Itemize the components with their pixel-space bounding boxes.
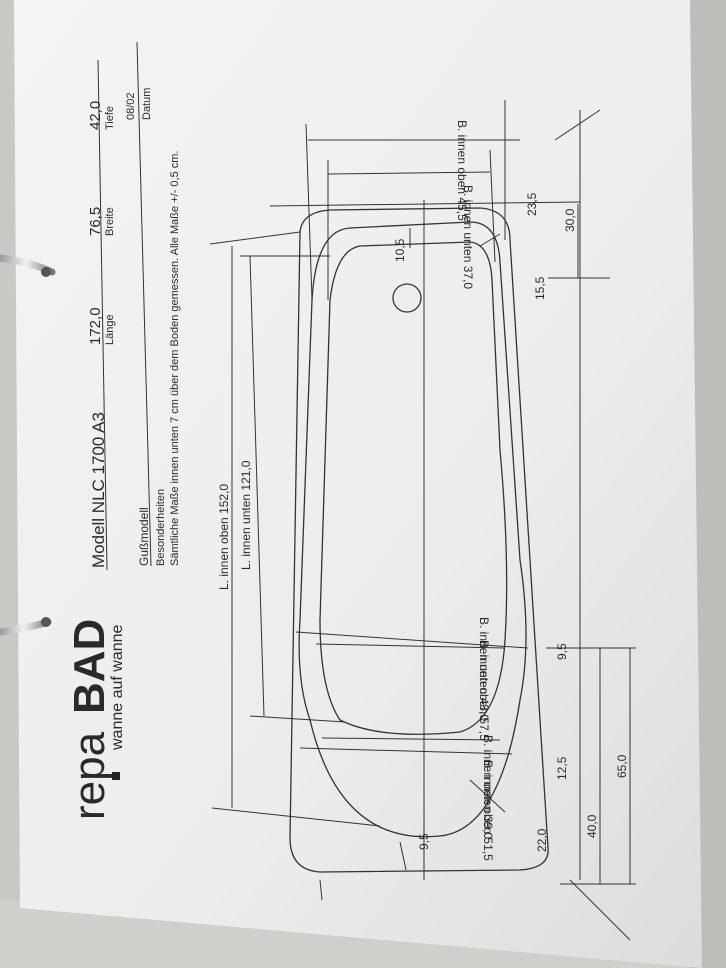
width-label: Breite bbox=[104, 207, 116, 236]
width-value: 76,5 bbox=[87, 207, 104, 236]
cast-underline bbox=[136, 41, 152, 567]
depth-value: 42,0 bbox=[87, 101, 104, 130]
drain-hole bbox=[392, 283, 422, 313]
dim-22-0: 22,0 bbox=[535, 828, 549, 852]
logo-mark bbox=[112, 772, 120, 780]
logo-tagline: wanne auf wanne bbox=[109, 624, 126, 751]
dim-mid-top: B. innen oben 57,5 bbox=[477, 640, 491, 741]
dim-foot-bottom: B. innen unten 39,0 bbox=[481, 735, 495, 839]
tub-inner-bottom bbox=[319, 241, 508, 735]
dim-23-5: 23,5 bbox=[525, 192, 539, 216]
tub-outer-rim bbox=[289, 207, 549, 873]
dim-10-5: 10,5 bbox=[393, 238, 407, 262]
model-title: Modell NLC 1700 A3 bbox=[89, 412, 108, 568]
dim-65-0: 65,0 bbox=[615, 754, 629, 778]
measurement-note: Sämtliche Maße innen unten 7 cm über dem… bbox=[169, 151, 181, 566]
date-label: Datum bbox=[141, 88, 153, 120]
binder-ring-bottom bbox=[0, 617, 52, 636]
length-value: 172,0 bbox=[87, 307, 104, 345]
dim-head-bottom: B. innen unten 37,0 bbox=[461, 185, 475, 289]
dim-15-5: 15,5 bbox=[533, 276, 547, 300]
dim-foot-top: B. innen oben 51,5 bbox=[481, 760, 495, 861]
dim-9-5-left: 9,5 bbox=[417, 833, 431, 850]
cast-model: Gußmodell bbox=[137, 507, 151, 566]
model-underline bbox=[97, 59, 108, 571]
dim-head-top: B. innen oben 45,5 bbox=[455, 120, 469, 221]
axis-9-5-left bbox=[399, 841, 407, 871]
horizontal-marker bbox=[319, 879, 323, 901]
logo-bold: BAD bbox=[65, 619, 114, 714]
dim-12-5: 12,5 bbox=[555, 756, 569, 780]
dim-30-0: 30,0 bbox=[563, 208, 577, 232]
date-value: 08/02 bbox=[125, 92, 137, 120]
dim-9-5-right: 9,5 bbox=[555, 643, 569, 660]
dimension-lines bbox=[209, 100, 636, 941]
specials-label: Besonderheiten bbox=[155, 489, 167, 566]
dim-length-top: L. innen oben 152,0 bbox=[217, 484, 231, 590]
depth-label: Tiefe bbox=[104, 106, 116, 130]
dim-length-bottom: L. innen unten 121,0 bbox=[239, 460, 253, 570]
length-label: Länge bbox=[104, 314, 116, 345]
logo-light: repa bbox=[65, 731, 114, 820]
dim-40-0: 40,0 bbox=[585, 814, 599, 838]
dim-mid-bottom: B. innen unten 43,0 bbox=[477, 617, 491, 721]
binder-ring-top bbox=[0, 254, 56, 277]
paper-sheet bbox=[14, 0, 702, 968]
